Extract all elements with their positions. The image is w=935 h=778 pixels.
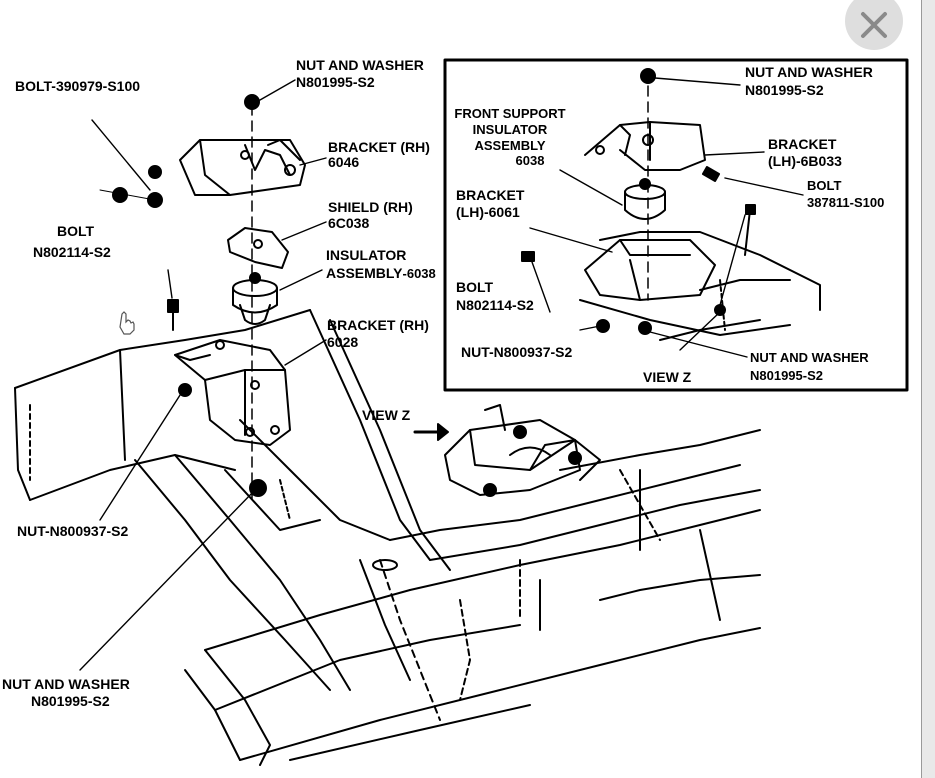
insulator-assembly-text: ASSEMBLY xyxy=(326,265,403,281)
bracket-rh-6028-label: BRACKET (RH) xyxy=(327,317,429,333)
bolt-387811-part: 387811-S100 xyxy=(807,195,885,210)
bolt-387811-label: BOLT xyxy=(807,178,842,193)
rh-mount-stack xyxy=(99,94,306,501)
insulator-assembly-part: -6038 xyxy=(402,266,436,281)
bolt-left-label: BOLT xyxy=(57,223,95,239)
nut-washer-bottom-label: NUT AND WASHER xyxy=(2,676,130,692)
bolt-390979-label: BOLT-390979-S100 xyxy=(15,78,141,94)
inset-bolt-part: N802114-S2 xyxy=(456,297,534,313)
inset-nut-washer-top-part: N801995-S2 xyxy=(745,82,824,98)
nut-washer-bottom-part: N801995-S2 xyxy=(31,693,110,709)
bracket-lh-6b033-part: (LH)-6B033 xyxy=(768,153,842,169)
bracket-lh-6b033-label: BRACKET xyxy=(768,136,837,152)
inset-bolt-label: BOLT xyxy=(456,279,494,295)
bolt-left-part: N802114-S2 xyxy=(33,244,111,260)
bracket-rh-6028-part: 6028 xyxy=(327,334,359,350)
shield-rh-label: SHIELD (RH) xyxy=(328,199,413,215)
close-button[interactable] xyxy=(845,0,903,50)
bracket-rh-6046-label: BRACKET (RH) xyxy=(328,139,430,155)
inset-leader-lines xyxy=(529,77,804,358)
leader-lines xyxy=(79,79,327,671)
inset-nut-washer-top-label: NUT AND WASHER xyxy=(745,64,873,80)
view-z-pointer-label: VIEW Z xyxy=(362,407,411,423)
front-support-insulator: INSULATOR xyxy=(472,122,548,137)
nut-n800937-label: NUT-N800937-S2 xyxy=(17,523,129,539)
bracket-rh-6046-part: 6046 xyxy=(328,154,360,170)
hand-cursor-icon xyxy=(119,311,135,335)
nut-washer-top-label: NUT AND WASHER xyxy=(296,57,424,73)
insulator-label: INSULATOR xyxy=(326,247,407,263)
front-support-assembly: ASSEMBLY xyxy=(474,138,546,153)
frame-rail-drawing xyxy=(14,309,761,766)
view-z-mount-drawing xyxy=(413,404,601,497)
bracket-lh-6061-label: BRACKET xyxy=(456,187,525,203)
shield-rh-part: 6C038 xyxy=(328,215,370,231)
inset-view-z-title: VIEW Z xyxy=(643,369,692,385)
close-icon xyxy=(861,12,887,38)
insulator-assembly-label: ASSEMBLY-6038 xyxy=(326,265,436,282)
nut-washer-top-part: N801995-S2 xyxy=(296,74,375,90)
front-support-label: FRONT SUPPORT xyxy=(454,106,566,121)
bracket-lh-6061-part: (LH)-6061 xyxy=(456,204,520,220)
view-z-inset-box xyxy=(443,58,909,392)
inset-nut-label: NUT-N800937-S2 xyxy=(461,344,573,360)
inset-nut-washer-bottom-label: NUT AND WASHER xyxy=(750,350,869,365)
front-support-part: 6038 xyxy=(515,153,545,168)
inset-nut-washer-bottom-part: N801995-S2 xyxy=(750,368,823,383)
